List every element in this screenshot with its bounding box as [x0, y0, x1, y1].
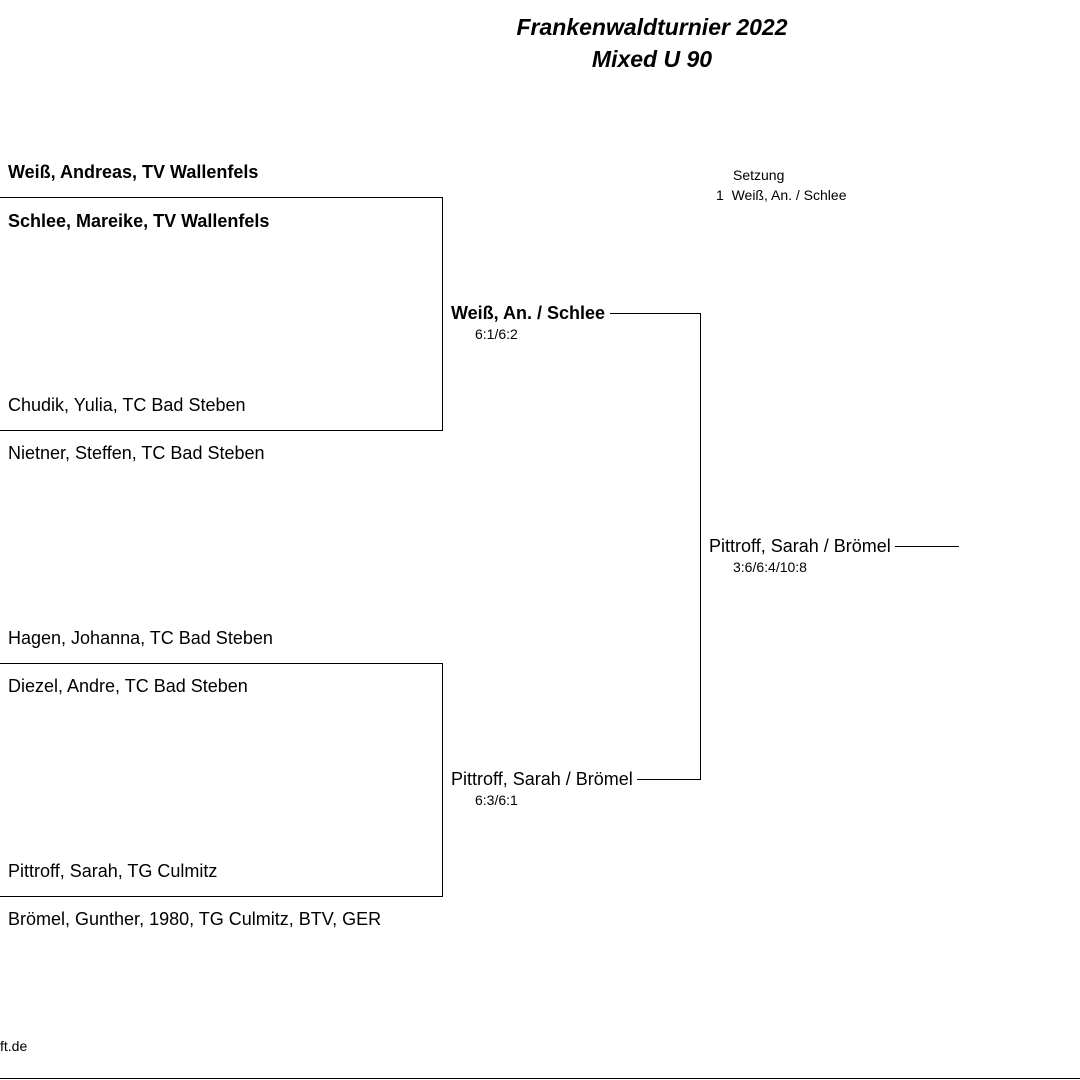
bracket-line	[610, 313, 701, 314]
round2-winner-2: Pittroff, Sarah / Brömel	[451, 769, 633, 789]
player-2: Schlee, Mareike, TV Wallenfels	[8, 211, 270, 231]
page-subtitle: Mixed U 90	[591, 46, 713, 72]
bracket-line	[0, 197, 443, 198]
final-score: 3:6/6:4/10:8	[733, 559, 807, 575]
seed-team: Weiß, An. / Schlee	[731, 187, 847, 203]
bracket-line	[0, 430, 443, 431]
player-5: Hagen, Johanna, TC Bad Steben	[8, 628, 273, 648]
final-winner: Pittroff, Sarah / Brömel	[709, 536, 891, 556]
round2-winner-1: Weiß, An. / Schlee	[451, 303, 606, 323]
bracket-line	[442, 663, 443, 896]
round2-score-2: 6:3/6:1	[475, 792, 518, 808]
seeding-entry: 1 Weiß, An. / Schlee	[716, 187, 846, 203]
footer-divider	[0, 1078, 1080, 1079]
round2-score-1: 6:1/6:2	[475, 326, 518, 342]
page-title: Frankenwaldturnier 2022	[516, 14, 788, 40]
player-8: Brömel, Gunther, 1980, TG Culmitz, BTV, …	[8, 909, 382, 929]
bracket-line	[700, 313, 701, 779]
bracket-line	[637, 779, 701, 780]
player-1: Weiß, Andreas, TV Wallenfels	[8, 162, 259, 182]
player-6: Diezel, Andre, TC Bad Steben	[8, 676, 248, 696]
bracket-line	[895, 546, 959, 547]
player-4: Nietner, Steffen, TC Bad Steben	[8, 443, 265, 463]
player-3: Chudik, Yulia, TC Bad Steben	[8, 395, 246, 415]
seed-number: 1	[716, 187, 724, 203]
bracket-line	[442, 197, 443, 430]
footer-text: ft.de	[0, 1038, 28, 1054]
seeding-heading: Setzung	[733, 167, 785, 183]
bracket-line	[0, 663, 443, 664]
bracket-line	[0, 896, 443, 897]
player-7: Pittroff, Sarah, TG Culmitz	[8, 861, 218, 881]
